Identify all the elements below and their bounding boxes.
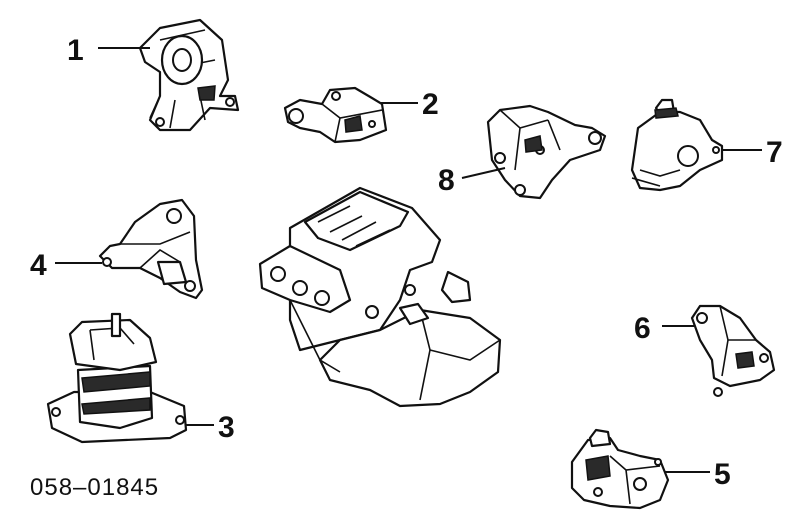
callout-8: 8 xyxy=(438,164,455,197)
callout-7: 7 xyxy=(766,136,783,169)
part-3-engine-mount xyxy=(46,312,188,444)
diagram-code: 058–01845 xyxy=(30,474,159,501)
engine-block xyxy=(258,186,502,408)
callout-1: 1 xyxy=(67,34,84,67)
part-5-engine-mount xyxy=(570,428,670,510)
callout-3: 3 xyxy=(218,411,235,444)
callout-6: 6 xyxy=(634,312,651,345)
part-1-engine-mount xyxy=(138,18,240,132)
part-6-bracket xyxy=(690,304,776,397)
part-7-engine-mount xyxy=(630,98,724,192)
callout-2: 2 xyxy=(422,88,439,121)
callout-4: 4 xyxy=(30,249,47,282)
part-8-bracket xyxy=(486,104,607,200)
part-4-bracket xyxy=(98,198,204,300)
callout-5: 5 xyxy=(714,458,731,491)
part-2-bracket xyxy=(283,86,388,144)
